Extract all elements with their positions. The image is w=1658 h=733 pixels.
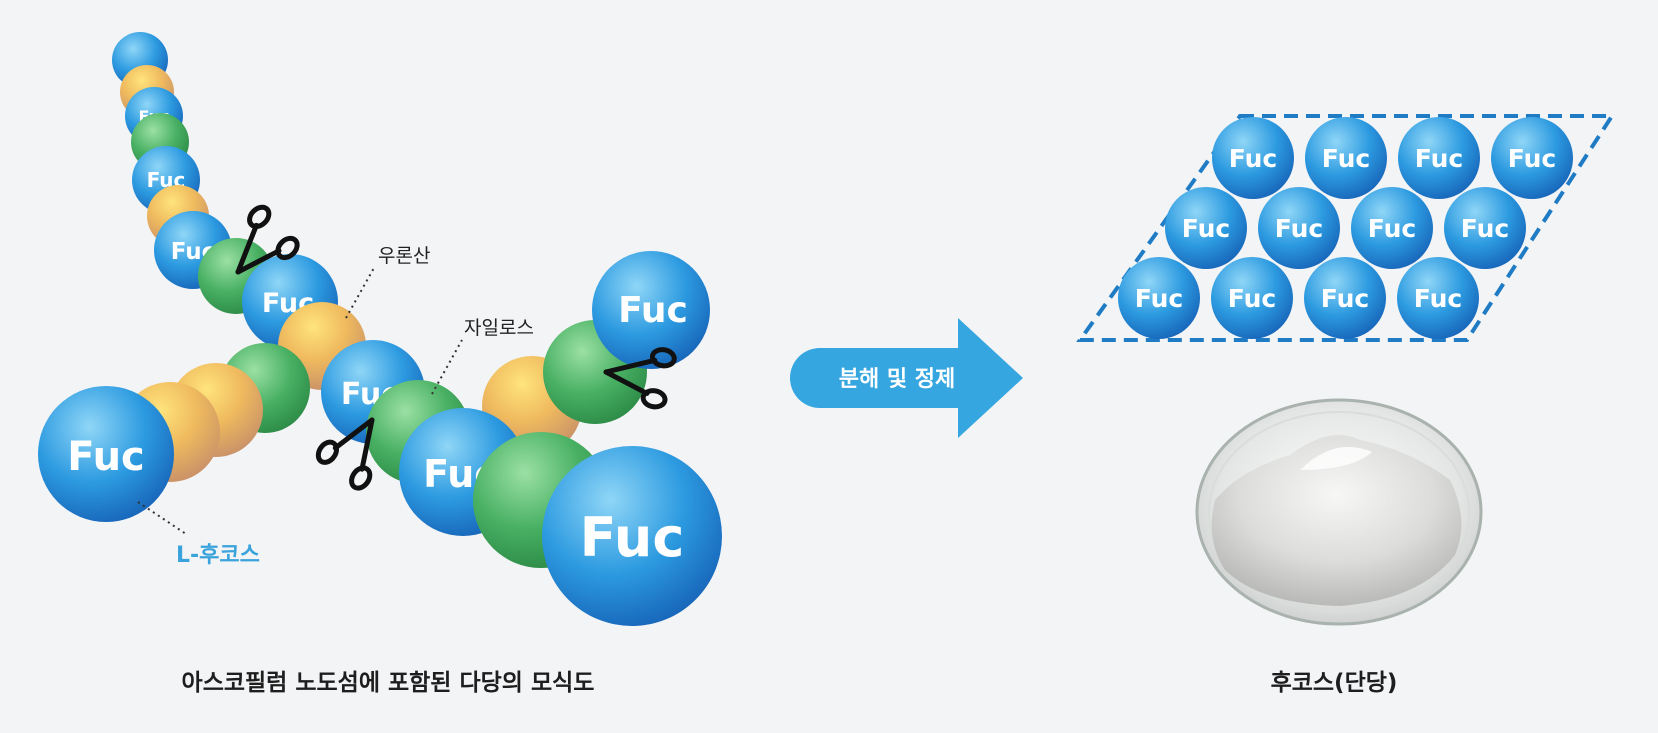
fucose-sphere bbox=[1491, 117, 1573, 199]
grid-outline bbox=[1076, 114, 1616, 342]
fuc-label: Fuc bbox=[1461, 214, 1509, 243]
process-label: 분해 및 정제 bbox=[839, 367, 956, 392]
fucose-sphere bbox=[1305, 117, 1387, 199]
fuc-label: Fuc bbox=[1322, 144, 1370, 173]
fucose-sphere bbox=[1118, 257, 1200, 339]
petri-dish-image bbox=[1195, 398, 1483, 626]
l-fucose-leader bbox=[137, 501, 187, 535]
fucose-sphere bbox=[1397, 257, 1479, 339]
fuc-label: Fuc bbox=[1182, 214, 1230, 243]
fucose-sphere bbox=[1304, 257, 1386, 339]
fucose-sphere bbox=[1212, 117, 1294, 199]
fucose-sphere bbox=[1165, 187, 1247, 269]
fucose-sphere bbox=[1258, 187, 1340, 269]
fuc-label: Fuc bbox=[1414, 284, 1462, 313]
arrow-shape bbox=[790, 318, 1023, 438]
fucose-sphere bbox=[1351, 187, 1433, 269]
fuc-label: Fuc bbox=[1229, 144, 1277, 173]
process-arrow: 분해 및 정제 bbox=[790, 318, 1023, 438]
fucose-sphere bbox=[38, 386, 174, 522]
dish-rim bbox=[1208, 411, 1470, 613]
fuc-label: Fuc bbox=[1135, 284, 1183, 313]
fucose-sphere bbox=[592, 251, 710, 369]
xylose-label: 자일로스 bbox=[464, 317, 534, 339]
fucose-sphere bbox=[1444, 187, 1526, 269]
white-powder bbox=[1211, 435, 1462, 606]
fuc-label: Fuc bbox=[1228, 284, 1276, 313]
fuc-label: Fuc bbox=[1321, 284, 1369, 313]
fucose-sphere bbox=[542, 446, 722, 626]
fuc-label: Fuc bbox=[1275, 214, 1323, 243]
uronic-acid-label: 우론산 bbox=[378, 245, 430, 267]
fuc-label: Fuc bbox=[1415, 144, 1463, 173]
fuc-label: Fuc bbox=[580, 506, 685, 569]
fuc-label: Fuc bbox=[618, 290, 688, 331]
fucose-sphere bbox=[1398, 117, 1480, 199]
right-caption: 후코스(단당) bbox=[1271, 670, 1398, 696]
fuc-label: Fuc bbox=[67, 434, 145, 480]
xylose-leader bbox=[431, 339, 463, 395]
uronic-acid-leader bbox=[345, 265, 376, 319]
fucose-sphere bbox=[1211, 257, 1293, 339]
polysaccharide-schematic: Fuc Fuc Fuc Fuc Fuc Fuc Fuc Fuc Fuc bbox=[38, 32, 722, 696]
left-caption: 아스코필럼 노도섬에 포함된 다당의 모식도 bbox=[182, 670, 595, 696]
powder-highlight bbox=[1300, 446, 1372, 470]
fuc-label: Fuc bbox=[1508, 144, 1556, 173]
l-fucose-label: L-후코스 bbox=[176, 543, 260, 568]
fuc-label: Fuc bbox=[1368, 214, 1416, 243]
